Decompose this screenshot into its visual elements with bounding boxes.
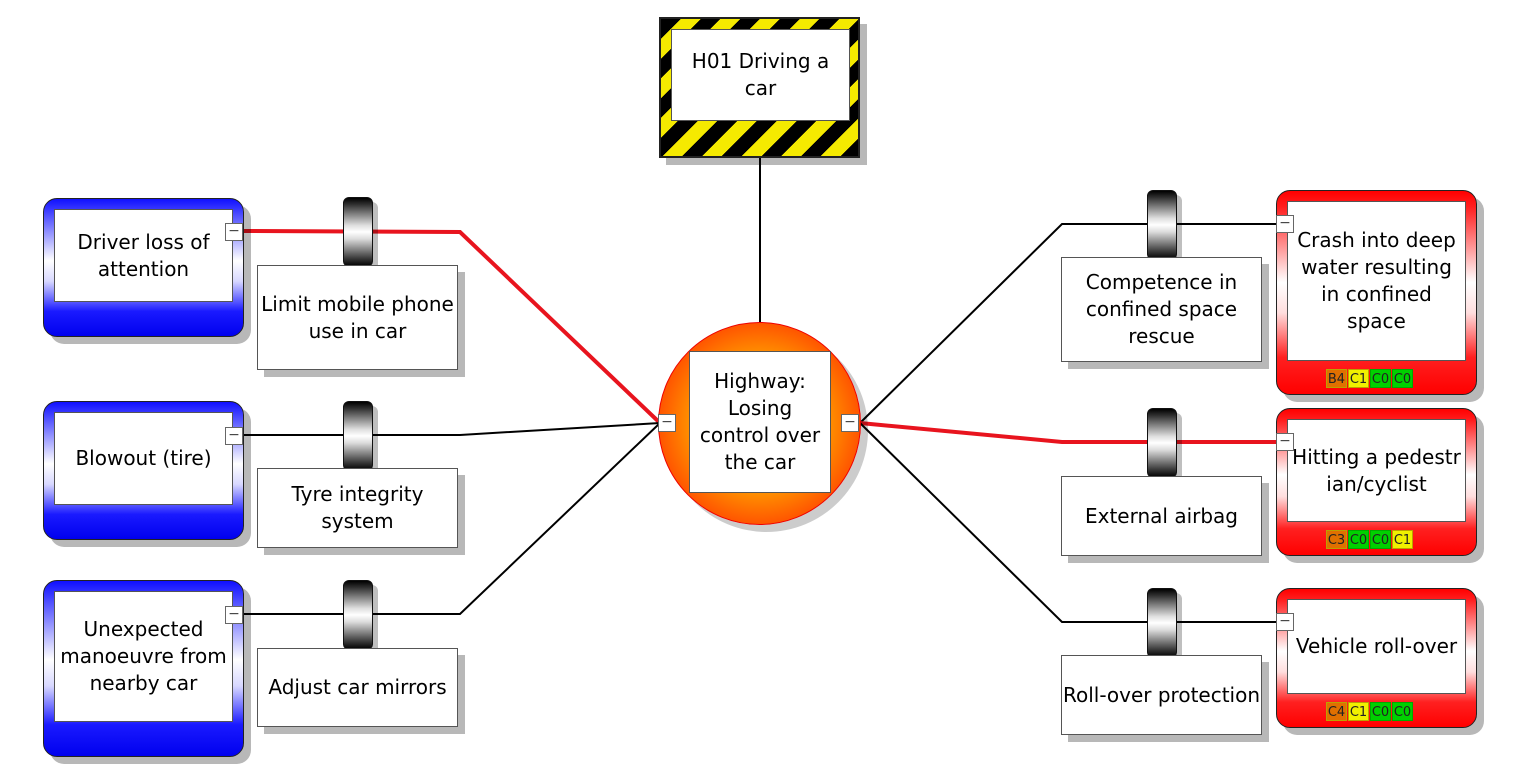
risk-badge: C0 [1392,369,1413,388]
risk-badge: C4 [1326,702,1347,721]
barrier-icon [1147,408,1177,478]
consequence-label: Vehicle roll-over [1287,599,1466,694]
barrier-node[interactable]: Competence in confined space rescue [1061,257,1262,362]
threat-collapse-button[interactable]: − [225,223,243,241]
risk-badge: C0 [1348,530,1369,549]
consequence-collapse-button[interactable]: − [1276,215,1294,233]
barrier-label: Limit mobile phone use in car [261,291,454,343]
risk-badge: C0 [1370,530,1391,549]
barrier-node[interactable]: Tyre integrity system [257,468,458,548]
consequence-label: Hitting a pedestrian/cyclist [1287,419,1466,522]
barrier-node[interactable]: Adjust car mirrors [257,648,458,727]
consequence-node[interactable]: Crash into deep water resulting in confi… [1276,190,1477,395]
risk-badge: C3 [1326,530,1347,549]
consequence-label: Crash into deep water resulting in confi… [1287,201,1466,361]
barrier-icon [1147,190,1177,260]
barrier-node[interactable]: Roll-over protection [1061,655,1262,735]
barrier-icon [1147,588,1177,658]
risk-badge: C0 [1370,702,1391,721]
hazard-node[interactable]: H01 Driving a car [659,17,860,158]
risk-badge: C1 [1348,702,1369,721]
consequence-collapse-button[interactable]: − [1276,433,1294,451]
barrier-node[interactable]: External airbag [1061,476,1262,556]
risk-badges: C4 C1 C0 C0 [1326,702,1413,721]
consequence-collapse-button[interactable]: − [1276,613,1294,631]
risk-badge: B4 [1326,369,1347,388]
barrier-icon [343,401,373,471]
risk-badge: C1 [1392,530,1413,549]
threat-label: Driver loss of attention [54,209,233,302]
threat-label: Blowout (tire) [54,412,233,505]
consequence-label-text: Hitting a pedestrian/cyclist [1292,444,1461,496]
risk-badge: C1 [1348,369,1369,388]
risk-badges: B4 C1 C0 C0 [1326,369,1413,388]
threat-node[interactable]: Blowout (tire) [43,401,244,540]
barrier-node[interactable]: Limit mobile phone use in car [257,265,458,370]
top-event-left-collapse-button[interactable]: − [658,414,676,432]
barrier-icon [343,580,373,650]
barrier-label: Tyre integrity system [291,482,424,533]
risk-badge: C0 [1392,702,1413,721]
threat-collapse-button[interactable]: − [225,427,243,445]
threat-label: Unexpected manoeuvre from nearby car [54,591,233,722]
consequence-line-0 [859,223,1277,424]
threat-node[interactable]: Unexpected manoeuvre from nearby car [43,580,244,757]
barrier-icon [343,197,373,267]
barrier-label: Adjust car mirrors [268,675,447,699]
consequence-line-2 [859,422,1277,623]
consequence-node[interactable]: Hitting a pedestrian/cyclist C3 C0 C0 C1 [1276,408,1477,556]
threat-line-0 [242,229,662,425]
hazard-label: H01 Driving a car [671,29,850,121]
threat-line-1 [243,422,661,436]
risk-badge: C0 [1370,369,1391,388]
threat-line-2 [243,422,661,615]
threat-collapse-button[interactable]: − [225,606,243,624]
barrier-label: External airbag [1084,503,1239,528]
consequence-node[interactable]: Vehicle roll-over C4 C1 C0 C0 [1276,588,1477,728]
top-event-label: Highway: Losing control over the car [689,351,831,493]
threat-node[interactable]: Driver loss of attention [43,198,244,337]
top-event-node[interactable]: Highway: Losing control over the car [658,322,861,525]
consequence-line-1 [859,421,1277,444]
risk-badges: C3 C0 C0 C1 [1326,530,1413,549]
top-event-right-collapse-button[interactable]: − [841,414,859,432]
barrier-label: Competence in confined space rescue [1085,270,1238,348]
barrier-label: Roll-over protection [1062,682,1261,707]
